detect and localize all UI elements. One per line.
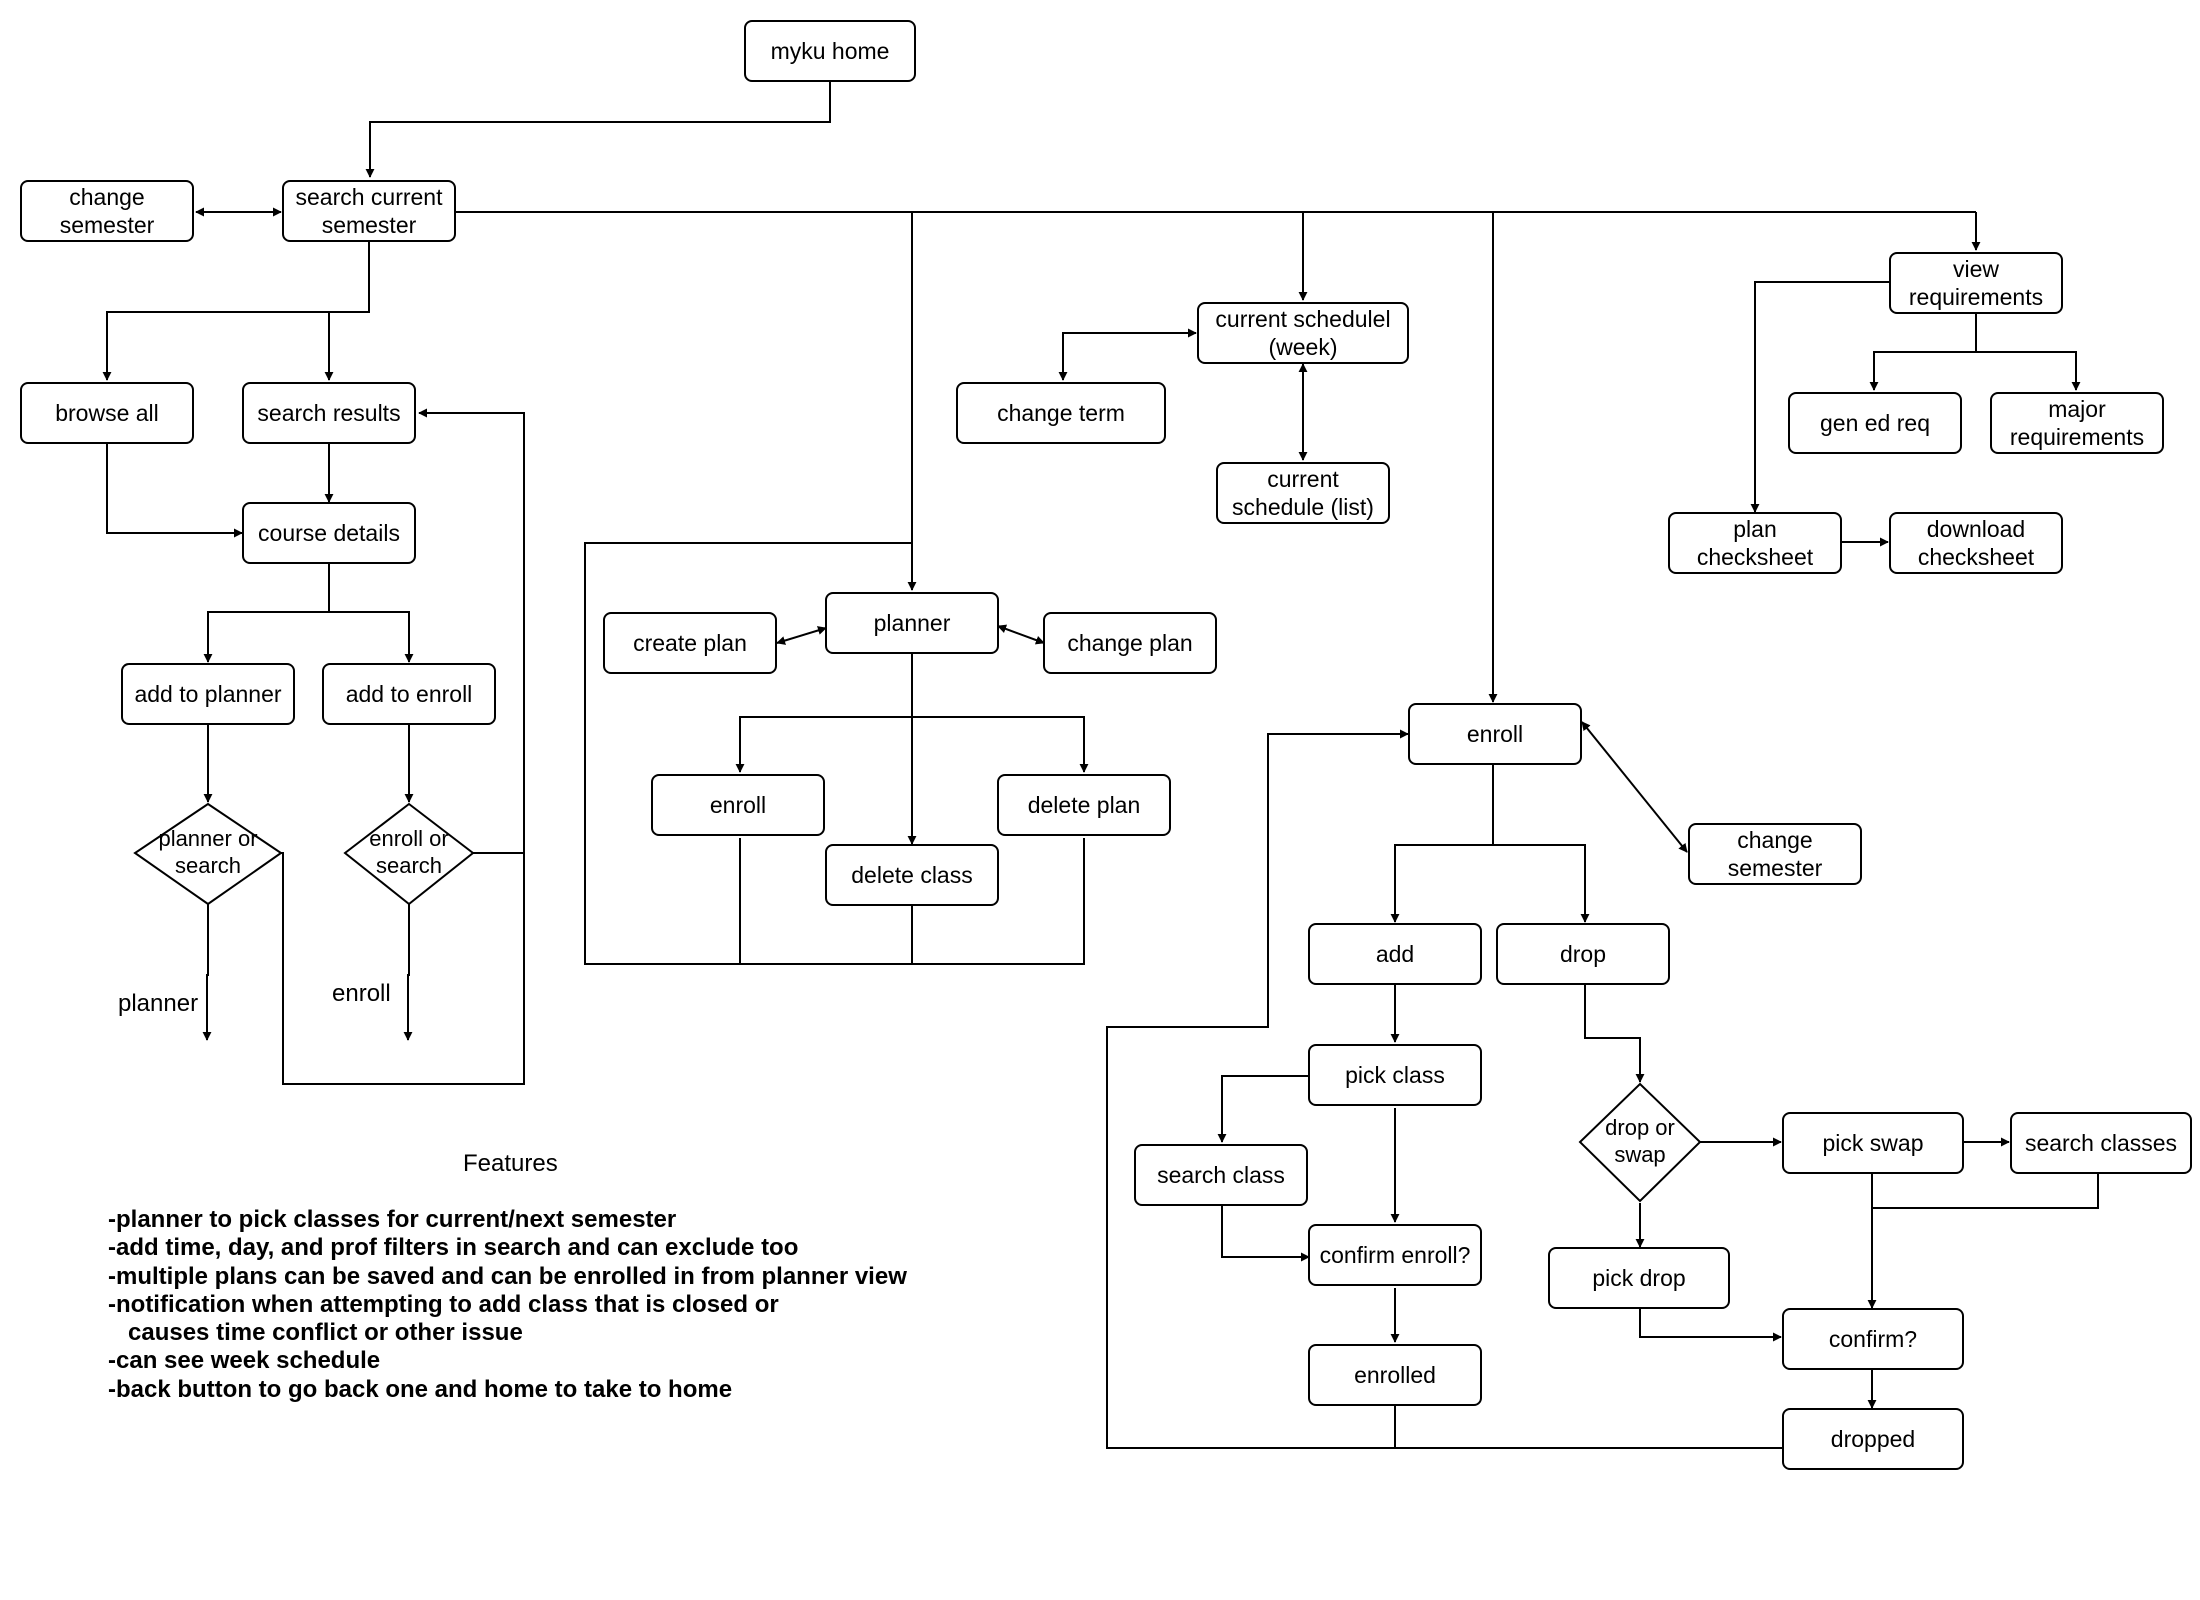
feature-item: -notification when attempting to add cla…	[108, 1290, 779, 1318]
node-add-to-enroll[interactable]: add to enroll	[322, 663, 496, 725]
terminal-enroll: enroll	[332, 980, 391, 1007]
node-pick-class[interactable]: pick class	[1308, 1044, 1482, 1106]
node-major-requirements[interactable]: major requirements	[1990, 392, 2164, 454]
node-search-classes[interactable]: search classes	[2010, 1112, 2192, 1174]
node-add[interactable]: add	[1308, 923, 1482, 985]
node-browse-all[interactable]: browse all	[20, 382, 194, 444]
node-myku-home[interactable]: myku home	[744, 20, 916, 82]
node-change-term[interactable]: change term	[956, 382, 1166, 444]
node-download-checksheet[interactable]: download checksheet	[1889, 512, 2063, 574]
node-change-plan[interactable]: change plan	[1043, 612, 1217, 674]
decision-label-enroll-or-search: enroll or search	[369, 826, 449, 878]
node-search-current-semester[interactable]: search current semester	[282, 180, 456, 242]
node-planner-enroll[interactable]: enroll	[651, 774, 825, 836]
node-pick-swap[interactable]: pick swap	[1782, 1112, 1964, 1174]
node-view-requirements[interactable]: view requirements	[1889, 252, 2063, 314]
node-change-semester-right[interactable]: change semester	[1688, 823, 1862, 885]
features-list: -planner to pick classes for current/nex…	[108, 1206, 907, 1404]
node-add-to-planner[interactable]: add to planner	[121, 663, 295, 725]
enroll-or-search-decision	[343, 802, 475, 906]
node-pick-drop[interactable]: pick drop	[1548, 1247, 1730, 1309]
features-title: Features	[463, 1150, 558, 1177]
feature-item: causes time conflict or other issue	[108, 1319, 523, 1347]
node-search-class[interactable]: search class	[1134, 1144, 1308, 1206]
node-change-semester-left[interactable]: change semester	[20, 180, 194, 242]
node-confirm-enroll[interactable]: confirm enroll?	[1308, 1224, 1482, 1286]
node-drop[interactable]: drop	[1496, 923, 1670, 985]
node-planner[interactable]: planner	[825, 592, 999, 654]
planner-or-search-decision	[133, 802, 283, 906]
node-delete-plan[interactable]: delete plan	[997, 774, 1171, 836]
feature-item: -back button to go back one and home to …	[108, 1375, 733, 1403]
node-dropped[interactable]: dropped	[1782, 1408, 1964, 1470]
node-confirm[interactable]: confirm?	[1782, 1308, 1964, 1370]
node-enroll-main[interactable]: enroll	[1408, 703, 1582, 765]
terminal-planner: planner	[118, 990, 199, 1017]
feature-item: -can see week schedule	[108, 1347, 381, 1375]
feature-item: -planner to pick classes for current/nex…	[108, 1206, 677, 1233]
feature-item: -add time, day, and prof filters in sear…	[108, 1234, 799, 1262]
node-gen-ed-req[interactable]: gen ed req	[1788, 392, 1962, 454]
node-enrolled[interactable]: enrolled	[1308, 1344, 1482, 1406]
node-current-schedule-week[interactable]: current schedulel (week)	[1197, 302, 1409, 364]
feature-item: -multiple plans can be saved and can be …	[108, 1262, 907, 1290]
drop-or-swap-decision	[1578, 1082, 1702, 1203]
node-plan-checksheet[interactable]: plan checksheet	[1668, 512, 1842, 574]
node-current-schedule-list[interactable]: current schedule (list)	[1216, 462, 1390, 524]
node-create-plan[interactable]: create plan	[603, 612, 777, 674]
node-search-results[interactable]: search results	[242, 382, 416, 444]
node-course-details[interactable]: course details	[242, 502, 416, 564]
decision-label-drop-or-swap: drop or swap	[1605, 1115, 1675, 1167]
decision-label-planner-or-search: planner or search	[158, 826, 258, 878]
node-delete-class[interactable]: delete class	[825, 844, 999, 906]
